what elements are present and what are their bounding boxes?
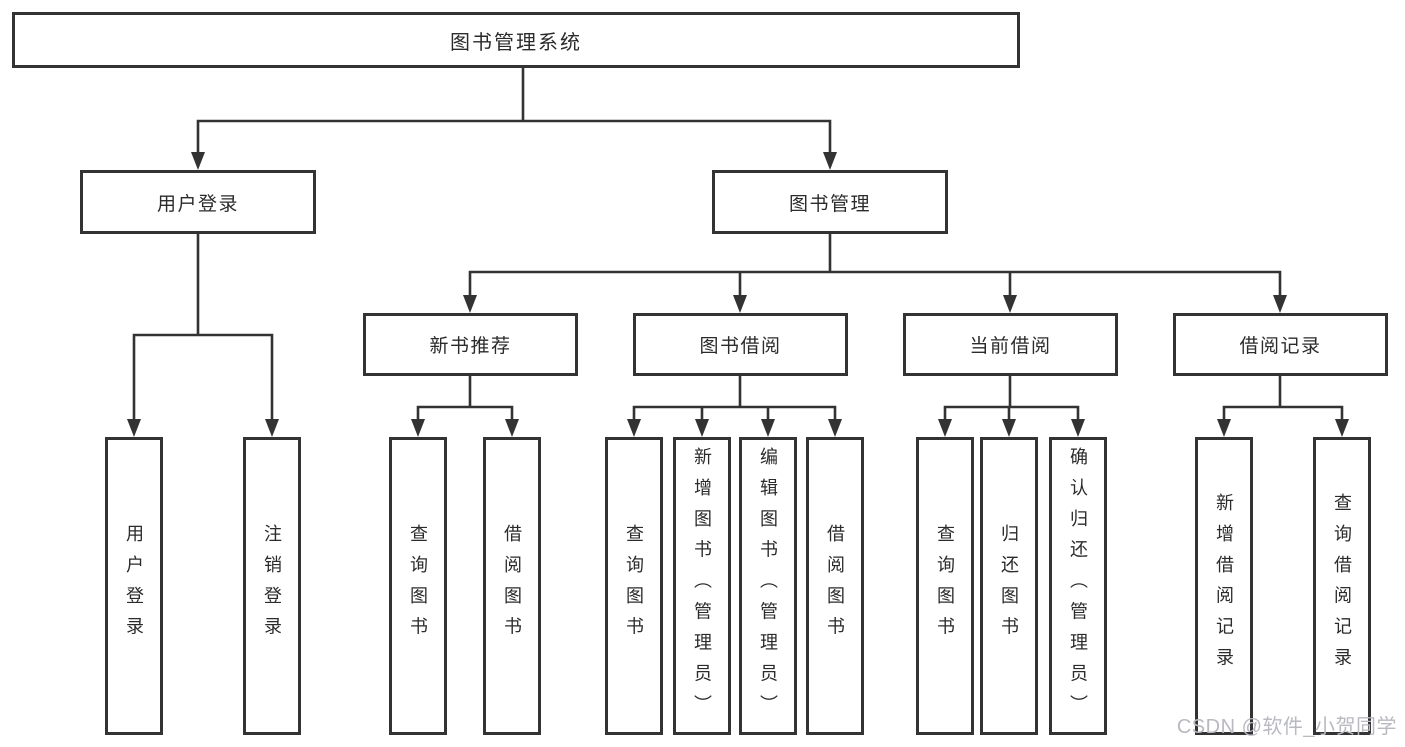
node-current-borrow-label: 当前借阅 [969, 336, 1052, 357]
leaf-add-borrow-record: 新增借阅记录 [1195, 437, 1253, 735]
leaf-confirm-return-admin-label: 确认归还（管理员） [1068, 446, 1088, 726]
leaf-current-query-book: 查询图书 [916, 437, 974, 735]
watermark-text: CSDN @软件_小贺同学 [1176, 716, 1397, 738]
leaf-user-login: 用户登录 [105, 437, 163, 735]
node-root-library-system: 图书管理系统 [12, 12, 1020, 68]
leaf-add-borrow-record-label: 新增借阅记录 [1214, 493, 1234, 679]
node-current-borrow: 当前借阅 [903, 313, 1118, 376]
leaf-return-book-label: 归还图书 [999, 524, 1019, 648]
node-book-borrow-label: 图书借阅 [699, 336, 782, 357]
node-new-book-recommend-label: 新书推荐 [429, 336, 512, 357]
leaf-add-book-admin: 新增图书（管理员） [673, 437, 731, 735]
leaf-add-book-admin-label: 新增图书（管理员） [692, 446, 712, 726]
node-new-book-recommend: 新书推荐 [363, 313, 578, 376]
node-book-management-label: 图书管理 [788, 193, 871, 215]
node-book-borrow: 图书借阅 [633, 313, 848, 376]
leaf-borrow-book: 借阅图书 [806, 437, 864, 735]
leaf-recommend-query-book: 查询图书 [389, 437, 447, 735]
leaf-return-book: 归还图书 [980, 437, 1038, 735]
arrowheads [127, 152, 1349, 437]
node-borrow-records-label: 借阅记录 [1239, 336, 1322, 357]
leaf-query-borrow-record-label: 查询借阅记录 [1332, 493, 1352, 679]
node-user-login: 用户登录 [80, 170, 316, 234]
leaf-recommend-borrow-book-label: 借阅图书 [502, 524, 522, 648]
node-user-login-label: 用户登录 [156, 193, 239, 215]
leaf-current-query-book-label: 查询图书 [935, 524, 955, 648]
leaf-borrow-book-label: 借阅图书 [825, 524, 845, 648]
leaf-confirm-return-admin: 确认归还（管理员） [1049, 437, 1107, 735]
leaf-borrow-query-book-label: 查询图书 [624, 524, 644, 648]
leaf-edit-book-admin: 编辑图书（管理员） [739, 437, 797, 735]
node-borrow-records: 借阅记录 [1173, 313, 1388, 376]
node-book-management: 图书管理 [712, 170, 948, 234]
leaf-recommend-query-book-label: 查询图书 [408, 524, 428, 648]
leaf-query-borrow-record: 查询借阅记录 [1313, 437, 1371, 735]
leaf-logout: 注销登录 [243, 437, 301, 735]
leaf-recommend-borrow-book: 借阅图书 [483, 437, 541, 735]
leaf-edit-book-admin-label: 编辑图书（管理员） [758, 446, 778, 726]
leaf-user-login-label: 用户登录 [124, 524, 144, 648]
node-root-label: 图书管理系统 [450, 31, 582, 54]
leaf-logout-label: 注销登录 [262, 524, 282, 648]
leaf-borrow-query-book: 查询图书 [605, 437, 663, 735]
